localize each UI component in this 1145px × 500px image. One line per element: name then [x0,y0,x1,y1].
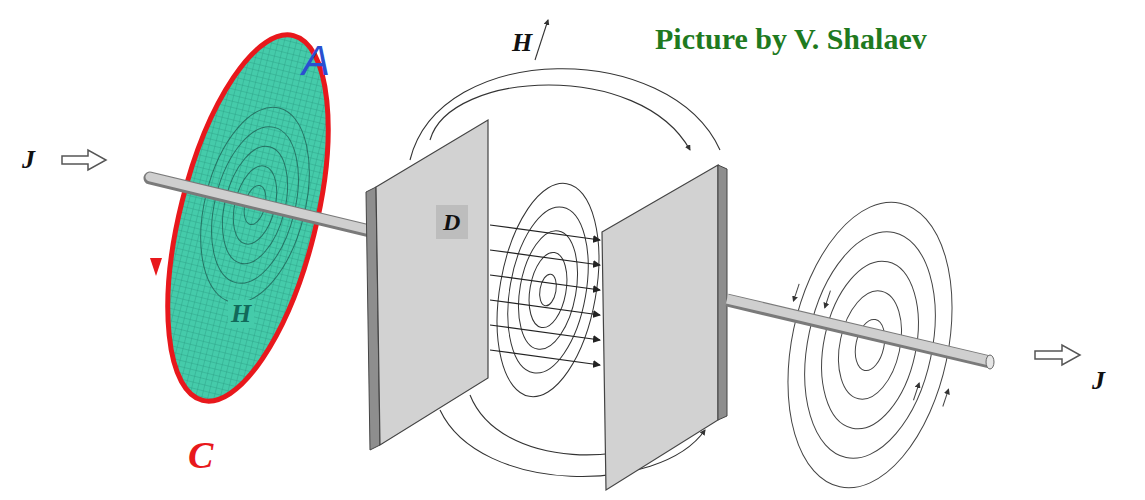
capacitor-plate [366,120,488,450]
current-symbol: J [22,147,35,173]
field-loops-right [758,186,985,500]
inner-field-loops [482,175,614,404]
current-symbol: J [1092,368,1105,394]
displacement-field-lines [490,225,600,365]
capacitor-plate [602,165,727,490]
credit-text: Picture by V. Shalaev [655,24,927,54]
current-arrow [1035,345,1080,365]
field-symbol: D [440,209,463,235]
wire [150,177,374,232]
surface-label: A [302,40,330,82]
current-arrow [62,150,106,170]
contour-label: C [188,436,213,474]
wire [727,299,994,369]
field-symbol: H [512,30,532,56]
field-symbol: H [228,300,254,328]
